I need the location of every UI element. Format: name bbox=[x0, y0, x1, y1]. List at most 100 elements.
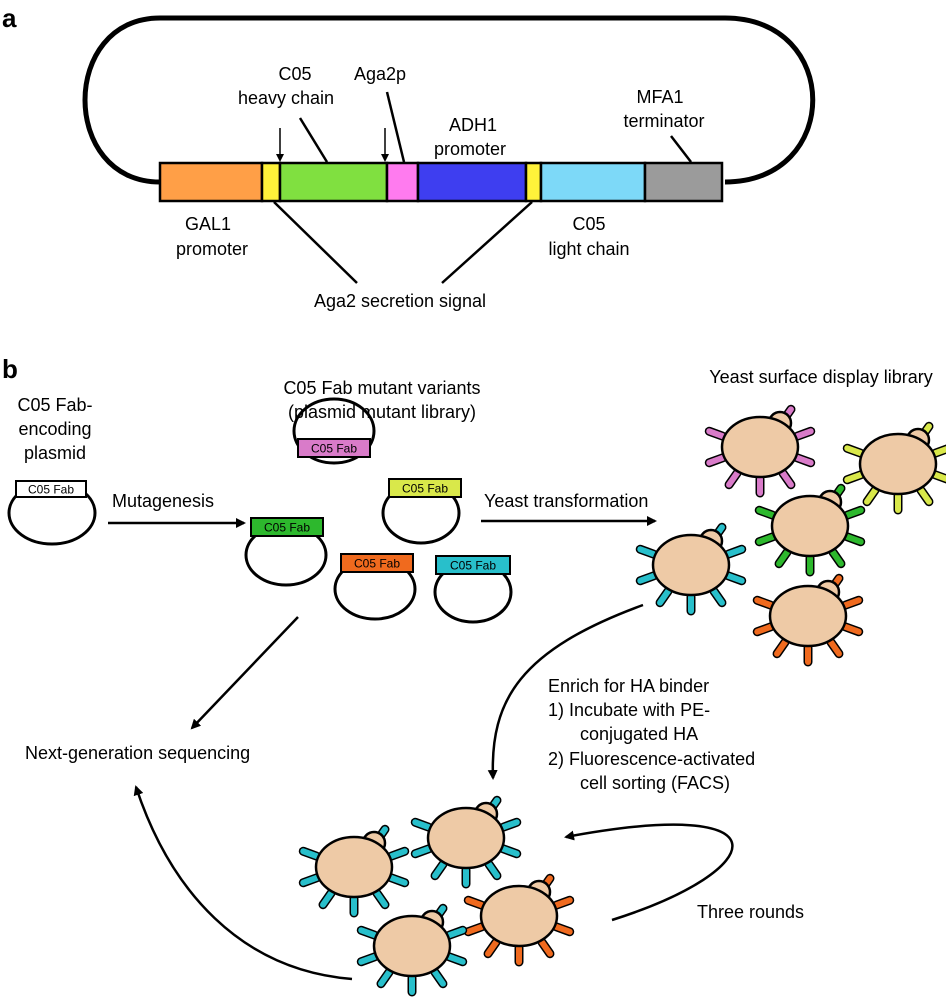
surface-antibody bbox=[485, 861, 500, 879]
heavy-chain-label-2: heavy chain bbox=[238, 88, 334, 108]
library-cell-magenta bbox=[704, 404, 816, 498]
surface-antibody bbox=[637, 546, 657, 558]
source-plasmid: C05 Fab bbox=[7, 480, 97, 546]
enrich-label-4: 2) Fluorescence-activated bbox=[548, 749, 755, 769]
aga2-signal-segment-1 bbox=[260, 161, 282, 203]
variant-plasmid-magenta: C05 Fab bbox=[292, 397, 376, 465]
surface-antibody bbox=[500, 819, 520, 831]
aga2-signal-segment-2 bbox=[524, 161, 543, 203]
aga2p-leader bbox=[385, 91, 406, 163]
ngs-label: Next-generation sequencing bbox=[25, 743, 250, 763]
variant-plasmid-cyan: C05 Fab bbox=[433, 555, 513, 624]
variant-plasmid-orange: C05 Fab bbox=[333, 553, 417, 621]
surface-antibody bbox=[538, 939, 553, 957]
surface-antibody bbox=[917, 487, 932, 505]
surface-antibody bbox=[726, 470, 741, 488]
surface-antibody bbox=[388, 874, 408, 886]
yeast-cell-body bbox=[770, 494, 850, 558]
adh1-label-2: promoter bbox=[434, 139, 506, 159]
yeast-cell-body bbox=[372, 914, 452, 978]
surface-antibody bbox=[932, 446, 946, 457]
variants-label-2: (plasmid mutant library) bbox=[288, 402, 476, 422]
fab-insert-label: C05 Fab bbox=[28, 483, 74, 497]
yeast-cell-body bbox=[720, 415, 800, 479]
sorted-cell-2 bbox=[410, 795, 522, 889]
yeast-cell-body bbox=[858, 432, 938, 496]
construct-bar bbox=[158, 161, 724, 203]
surface-antibody bbox=[776, 549, 791, 567]
surface-antibody bbox=[446, 953, 466, 965]
surface-antibody bbox=[706, 454, 726, 466]
yeast-cell-body bbox=[768, 584, 848, 648]
yeast-cell-body bbox=[651, 533, 731, 597]
sorted-to-ngs-arrow bbox=[133, 785, 353, 981]
surface-antibody bbox=[553, 897, 573, 909]
gal1-promoter-segment bbox=[158, 161, 264, 203]
variant-plasmid-yellow: C05 Fab bbox=[381, 478, 462, 545]
surface-antibody bbox=[864, 487, 879, 505]
surface-antibody bbox=[465, 923, 485, 935]
yeast-transformation-label: Yeast transformation bbox=[484, 491, 648, 511]
surface-antibody bbox=[774, 639, 789, 657]
mfa1-terminator-segment bbox=[643, 161, 724, 203]
surface-antibody bbox=[725, 546, 745, 558]
surface-antibody bbox=[300, 874, 320, 886]
fab-insert-label: C05 Fab bbox=[311, 442, 357, 456]
surface-antibody bbox=[754, 623, 774, 635]
surface-antibody bbox=[446, 927, 466, 939]
aga2p-label: Aga2p bbox=[354, 64, 406, 84]
surface-antibody bbox=[827, 639, 842, 657]
library-cell-yellow bbox=[842, 421, 946, 515]
c05-heavy-chain-segment bbox=[278, 161, 389, 203]
surface-antibody bbox=[829, 549, 844, 567]
mfa1-leader bbox=[670, 135, 692, 163]
fab-insert-label: C05 Fab bbox=[354, 557, 400, 571]
library-cell-cyan bbox=[635, 522, 747, 616]
yeast-cell-group bbox=[298, 404, 946, 997]
surface-antibody bbox=[500, 845, 520, 857]
sorted-cell-4 bbox=[356, 903, 468, 997]
surface-antibody bbox=[657, 588, 672, 606]
surface-antibody bbox=[412, 845, 432, 857]
enrich-label-3: conjugated HA bbox=[580, 724, 698, 744]
surface-antibody bbox=[756, 533, 776, 545]
signal-leader-2 bbox=[441, 201, 533, 284]
enrich-label-2: 1) Incubate with PE- bbox=[548, 700, 710, 720]
surface-antibody bbox=[756, 507, 776, 519]
enrich-label-5: cell sorting (FACS) bbox=[580, 773, 730, 793]
yeast-cell-body bbox=[426, 806, 506, 870]
gal1-label-2: promoter bbox=[176, 239, 248, 259]
adh1-label-1: ADH1 bbox=[449, 115, 497, 135]
light-chain-label-2: light chain bbox=[548, 239, 629, 259]
sorted-cell-3 bbox=[463, 873, 575, 967]
mfa1-label-1: MFA1 bbox=[636, 87, 683, 107]
surface-antibody bbox=[358, 953, 378, 965]
surface-antibody bbox=[754, 597, 774, 609]
surface-antibody bbox=[300, 848, 320, 860]
surface-antibody bbox=[842, 597, 862, 609]
variant-plasmid-green: C05 Fab bbox=[244, 517, 328, 587]
three-rounds-label: Three rounds bbox=[697, 902, 804, 922]
gal1-label-1: GAL1 bbox=[185, 214, 231, 234]
heavy-chain-label-1: C05 bbox=[278, 64, 311, 84]
aga2-signal-label: Aga2 secretion signal bbox=[314, 291, 486, 311]
yeast-cell-body bbox=[479, 884, 559, 948]
fab-insert-label: C05 Fab bbox=[402, 482, 448, 496]
fab-insert-box bbox=[15, 480, 87, 498]
surface-antibody bbox=[844, 471, 864, 483]
surface-antibody bbox=[637, 572, 657, 584]
surface-antibody bbox=[378, 969, 393, 987]
surface-antibody bbox=[844, 533, 864, 545]
plasmid-backbone bbox=[82, 15, 816, 185]
surface-antibody bbox=[320, 890, 335, 908]
surface-antibody bbox=[842, 623, 862, 635]
fab-insert-box bbox=[340, 553, 414, 573]
aga2p-segment bbox=[385, 161, 420, 203]
enrichment-arrow bbox=[487, 603, 644, 780]
surface-antibody bbox=[553, 923, 573, 935]
surface-antibody bbox=[794, 428, 814, 440]
surface-antibody bbox=[412, 819, 432, 831]
